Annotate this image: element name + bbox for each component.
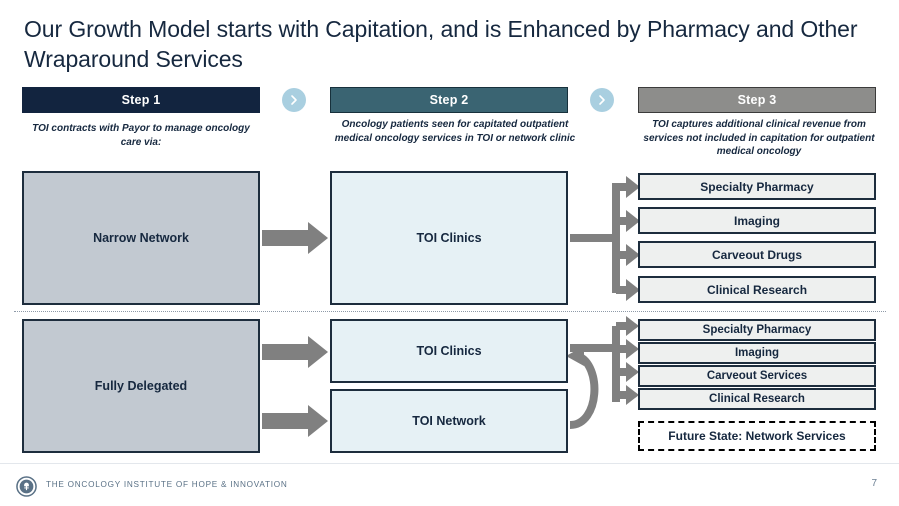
step-header-1: Step 1 bbox=[22, 87, 260, 113]
clinic-box-row2-toi-clinics[interactable]: TOI Clinics bbox=[330, 319, 568, 383]
clinic-box-row2-toi-network-label: TOI Network bbox=[412, 414, 486, 428]
service-box-row2-future-state[interactable]: Future State: Network Services bbox=[638, 421, 876, 451]
model-box-narrow-network-label: Narrow Network bbox=[93, 231, 189, 245]
step-header-2: Step 2 bbox=[330, 87, 568, 113]
service-box-row2-future-state-label: Future State: Network Services bbox=[668, 429, 846, 443]
service-box-row1-imaging[interactable]: Imaging bbox=[638, 207, 876, 234]
model-box-fully-delegated[interactable]: Fully Delegated bbox=[22, 319, 260, 453]
service-box-row2-clinical-research[interactable]: Clinical Research bbox=[638, 388, 876, 410]
service-box-row2-carveout-services[interactable]: Carveout Services bbox=[638, 365, 876, 387]
footer-brand-text: THE ONCOLOGY INSTITUTE OF HOPE & INNOVAT… bbox=[46, 480, 288, 489]
step-caption-3: TOI captures additional clinical revenue… bbox=[643, 119, 875, 157]
chevron-right-icon bbox=[590, 88, 614, 112]
model-box-fully-delegated-label: Fully Delegated bbox=[94, 379, 188, 393]
step-header-1-label: Step 1 bbox=[121, 93, 161, 107]
service-box-row1-imaging-label: Imaging bbox=[733, 213, 780, 228]
step-header-3: Step 3 bbox=[638, 87, 876, 113]
page-number: 7 bbox=[871, 478, 877, 489]
step-header-2-label: Step 2 bbox=[429, 93, 469, 107]
chevron-right-icon bbox=[282, 88, 306, 112]
service-box-row1-carveout-drugs[interactable]: Carveout Drugs bbox=[638, 241, 876, 268]
service-box-row1-clinical-research[interactable]: Clinical Research bbox=[638, 276, 876, 303]
service-box-row1-specialty-pharmacy-label: Specialty Pharmacy bbox=[700, 179, 814, 194]
clinic-box-row2-toi-clinics-label: TOI Clinics bbox=[416, 344, 482, 358]
service-box-row1-specialty-pharmacy[interactable]: Specialty Pharmacy bbox=[638, 173, 876, 200]
step-caption-2: Oncology patients seen for capitated out… bbox=[334, 119, 576, 144]
clinic-box-row1-toi-clinics[interactable]: TOI Clinics bbox=[330, 171, 568, 305]
clinic-box-row1-toi-clinics-label: TOI Clinics bbox=[416, 231, 482, 245]
service-box-row2-carveout-services-label: Carveout Services bbox=[706, 370, 808, 382]
model-box-narrow-network[interactable]: Narrow Network bbox=[22, 171, 260, 305]
service-box-row2-specialty-pharmacy[interactable]: Specialty Pharmacy bbox=[638, 319, 876, 341]
page-title: Our Growth Model starts with Capitation,… bbox=[24, 16, 858, 72]
service-box-row2-specialty-pharmacy-label: Specialty Pharmacy bbox=[702, 324, 812, 336]
service-box-row1-carveout-drugs-label: Carveout Drugs bbox=[711, 247, 803, 262]
tree-circle-logo-icon bbox=[16, 476, 37, 497]
service-box-row2-imaging-label: Imaging bbox=[734, 347, 780, 359]
footer-divider bbox=[0, 463, 899, 464]
step-caption-1: TOI contracts with Payor to manage oncol… bbox=[32, 123, 250, 148]
service-box-row2-imaging[interactable]: Imaging bbox=[638, 342, 876, 364]
service-box-row2-clinical-research-label: Clinical Research bbox=[709, 393, 805, 405]
step-header-3-label: Step 3 bbox=[737, 93, 777, 107]
service-box-row1-clinical-research-label: Clinical Research bbox=[706, 282, 808, 297]
row-separator bbox=[14, 311, 886, 312]
clinic-box-row2-toi-network[interactable]: TOI Network bbox=[330, 389, 568, 453]
